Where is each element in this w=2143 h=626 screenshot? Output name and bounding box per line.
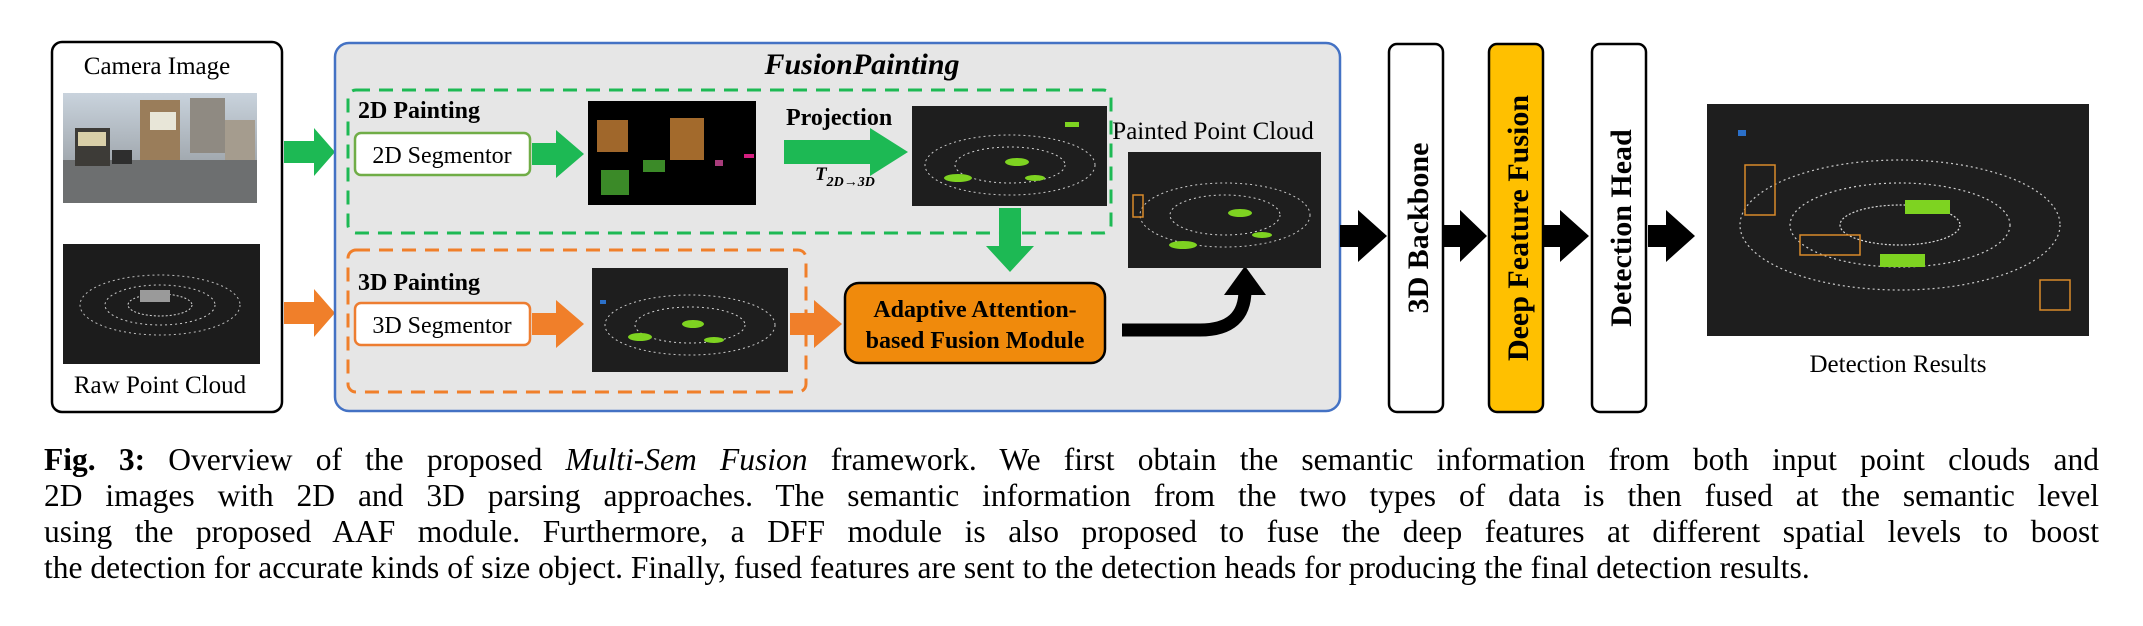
projection-label: Projection (786, 105, 892, 131)
backbone-3d-label: 3D Backbone (1402, 143, 1435, 314)
transform-subscript: 2D→3D (826, 175, 875, 190)
arrow-projection (784, 128, 908, 176)
camera-image (63, 93, 257, 203)
segmentation-mask-image (588, 101, 756, 205)
detection-head-label: Detection Head (1605, 129, 1638, 327)
adaptive-fusion-module (843, 281, 1107, 365)
caption-line-2: 2D images with 2D and 3D parsing approac… (44, 478, 2099, 513)
caption-line-1: Fig. 3: Overview of the proposed Multi-S… (44, 442, 2099, 478)
arrow-backbone-to-dff (1444, 210, 1487, 262)
segmentor-2d-button (353, 131, 532, 177)
camera-image-label: Camera Image (84, 53, 230, 80)
raw-point-cloud-label: Raw Point Cloud (74, 372, 247, 399)
raw-point-cloud-image (63, 244, 260, 364)
fusion-module-line2: based Fusion Module (866, 328, 1085, 354)
caption-framework-name: Multi-Sem Fusion (565, 442, 808, 477)
painting-3d-title: 3D Painting (358, 270, 480, 296)
arrow-seg2d-to-mask (532, 130, 584, 178)
detection-results-image (1707, 104, 2089, 336)
painting-2d-title: 2D Painting (358, 98, 480, 124)
projected-point-cloud-image (912, 106, 1107, 206)
segmentor-3d-label: 3D Segmentor (372, 313, 511, 339)
arrow-fusion-to-painted (1122, 289, 1252, 337)
arrow-cloud-to-fusion (790, 300, 842, 348)
arrow-seg3d-to-cloud (532, 300, 584, 348)
arrow-fusion-to-painted-head (1224, 266, 1266, 295)
caption-l1b: framework. We first obtain the semantic … (807, 442, 2100, 477)
backbone-3d-block (1387, 42, 1445, 414)
caption-line-4: the detection for accurate kinds of size… (44, 550, 1810, 585)
framework-diagram: Camera Image Raw Point Cloud FusionPaint… (50, 40, 2089, 414)
arrow-projected-to-fusion (986, 208, 1034, 272)
caption-fig-label: Fig. 3: (44, 442, 146, 477)
arrow-head-to-results (1648, 210, 1695, 262)
painting-2d-box (346, 88, 1113, 235)
painted-point-cloud-image (1128, 152, 1321, 268)
segmented-3d-cloud-image (592, 268, 788, 372)
arrow-cloud-to-3d (284, 289, 335, 337)
detection-results-label: Detection Results (1809, 351, 1986, 378)
segmentor-2d-label: 2D Segmentor (372, 143, 511, 169)
painted-point-cloud-label: Painted Point Cloud (1112, 118, 1314, 145)
segmentor-3d-button (353, 301, 532, 347)
caption-line-3: using the proposed AAF module. Furthermo… (44, 514, 2099, 549)
transform-label: T2D→3D (815, 164, 875, 190)
deep-feature-fusion-block (1487, 42, 1545, 414)
arrow-painted-to-backbone (1340, 210, 1387, 262)
fusion-module-line1: Adaptive Attention- (873, 297, 1076, 323)
arrow-camera-to-2d (284, 128, 335, 176)
fusion-painting-title: FusionPainting (763, 48, 959, 81)
deep-feature-fusion-label: Deep Feature Fusion (1502, 95, 1535, 361)
caption-l1a: Overview of the proposed (145, 442, 566, 477)
detection-head-block (1590, 42, 1648, 414)
figure-caption: Fig. 3: Overview of the proposed Multi-S… (44, 442, 2099, 586)
arrow-dff-to-head (1544, 210, 1589, 262)
